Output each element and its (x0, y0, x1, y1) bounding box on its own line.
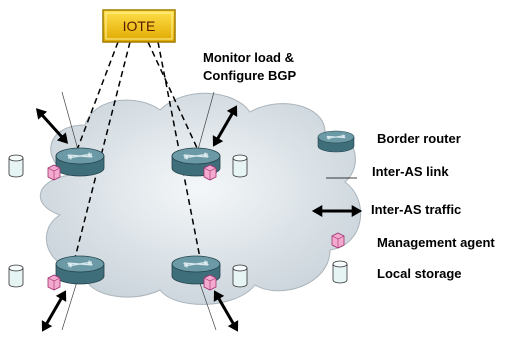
annotation-line-1: Monitor load & (203, 50, 294, 65)
local-storage-icon (8, 154, 24, 178)
legend-inter-as-traffic-label: Inter-AS traffic (371, 202, 461, 217)
legend-border-router-icon (317, 130, 355, 153)
border-router-icon (55, 147, 105, 177)
management-agent-icon (203, 274, 217, 291)
border-router-icon (55, 255, 105, 285)
legend-management-agent-icon (331, 232, 345, 249)
legend-management-agent-label: Management agent (377, 235, 495, 250)
iote-label: IOTE (123, 18, 156, 34)
legend: Border router Inter-AS link Inter-AS tra… (310, 130, 495, 284)
management-agent-icon (203, 164, 217, 181)
legend-inter-as-link-label: Inter-AS link (372, 164, 449, 179)
local-storage-icon (232, 154, 248, 178)
legend-local-storage-label: Local storage (377, 266, 462, 281)
management-agent-icon (47, 164, 61, 181)
legend-local-storage-icon (332, 260, 348, 284)
annotation-line-2: Configure BGP (203, 68, 296, 83)
iote-box: IOTE (102, 9, 176, 43)
local-storage-icon (232, 264, 248, 288)
legend-border-router-label: Border router (377, 131, 461, 146)
traffic-arrow-bottom-left (35, 285, 73, 337)
management-agent-icon (47, 274, 61, 291)
local-storage-icon (8, 264, 24, 288)
